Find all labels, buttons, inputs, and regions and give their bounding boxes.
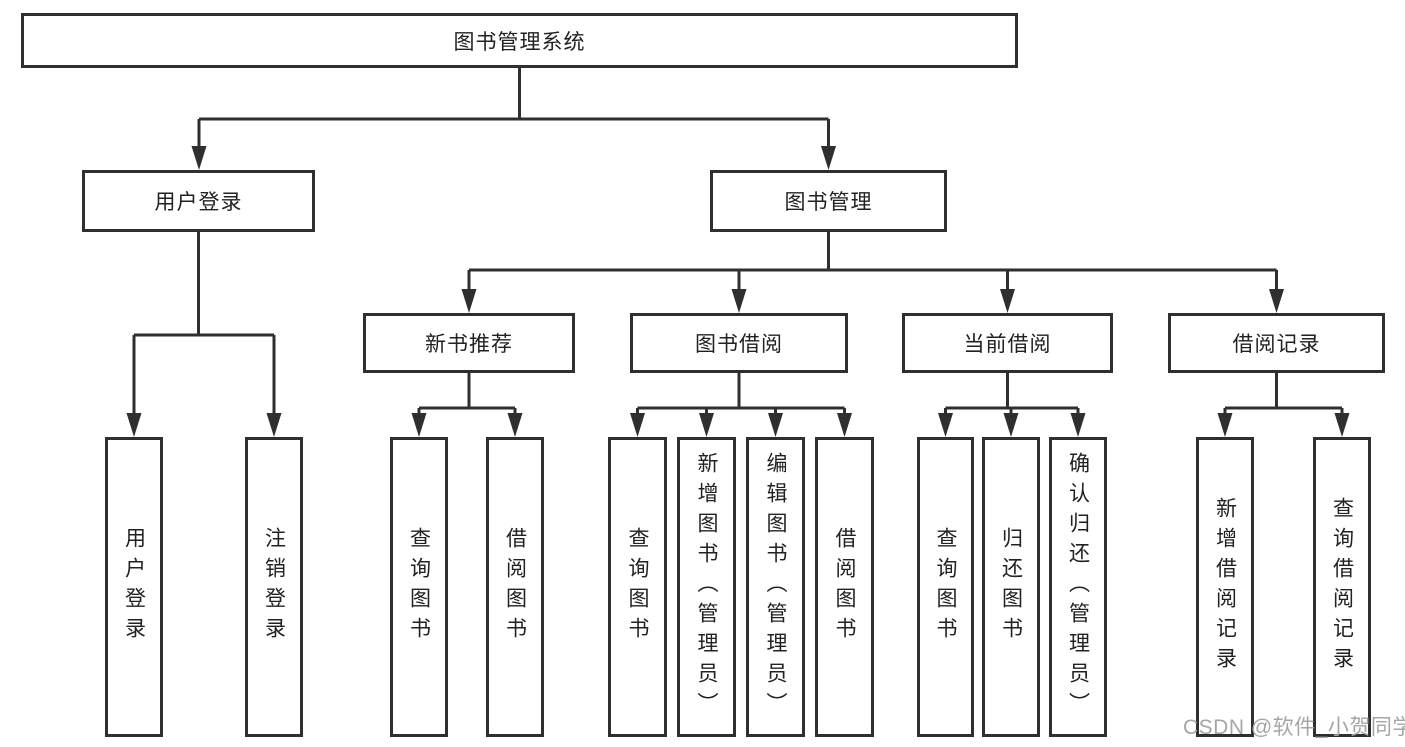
leaf-borrow-query-label: 查询图书 [626,527,649,647]
leaf-borrow-add-label: 新增图书（管理员） [695,452,718,722]
leaf-return-book-label: 归还图书 [999,527,1023,647]
leaf-record-add-label: 新增借阅记录 [1213,497,1237,677]
leaf-record-query: 查询借阅记录 [1313,437,1371,737]
leaf-borrow-query: 查询图书 [608,437,667,737]
node-book-borrow: 图书借阅 [630,313,848,373]
watermark: CSDN @软件_小贺同学 [1183,716,1405,739]
node-new-book-recommend-label: 新书推荐 [425,333,513,356]
leaf-confirm-return: 确认归还（管理员） [1049,437,1107,737]
leaf-return-book: 归还图书 [982,437,1040,737]
node-user-login: 用户登录 [82,170,315,232]
node-root-label: 图书管理系统 [453,30,586,54]
leaf-borrow-book-label: 借阅图书 [833,527,856,647]
node-root: 图书管理系统 [21,13,1018,68]
node-borrow-record: 借阅记录 [1168,313,1385,373]
leaf-user-login: 用户登录 [105,437,163,737]
leaf-record-add: 新增借阅记录 [1196,437,1254,737]
leaf-logout-label: 注销登录 [262,527,286,647]
arrowheads [126,146,1350,437]
leaf-record-query-label: 查询借阅记录 [1330,497,1354,677]
node-borrow-record-label: 借阅记录 [1232,333,1321,356]
leaf-newbook-borrow-label: 借阅图书 [503,527,527,647]
leaf-current-query-label: 查询图书 [934,527,957,647]
node-book-management-label: 图书管理 [784,191,873,214]
leaf-confirm-return-label: 确认归还（管理员） [1066,452,1090,722]
leaf-current-query: 查询图书 [917,437,974,737]
leaf-logout: 注销登录 [245,437,303,737]
leaf-borrow-add: 新增图书（管理员） [677,437,736,737]
leaf-newbook-query-label: 查询图书 [407,527,431,647]
node-book-borrow-label: 图书借阅 [695,333,783,356]
leaf-borrow-edit-label: 编辑图书（管理员） [764,452,787,722]
node-current-borrow: 当前借阅 [902,313,1113,373]
node-book-management: 图书管理 [710,170,947,232]
leaf-newbook-query: 查询图书 [390,437,448,737]
node-new-book-recommend: 新书推荐 [363,313,575,373]
node-user-login-label: 用户登录 [154,191,243,214]
leaf-user-login-label: 用户登录 [122,527,146,647]
leaf-borrow-book: 借阅图书 [815,437,874,737]
leaf-borrow-edit: 编辑图书（管理员） [746,437,805,737]
leaf-newbook-borrow: 借阅图书 [486,437,544,737]
node-current-borrow-label: 当前借阅 [963,333,1052,356]
